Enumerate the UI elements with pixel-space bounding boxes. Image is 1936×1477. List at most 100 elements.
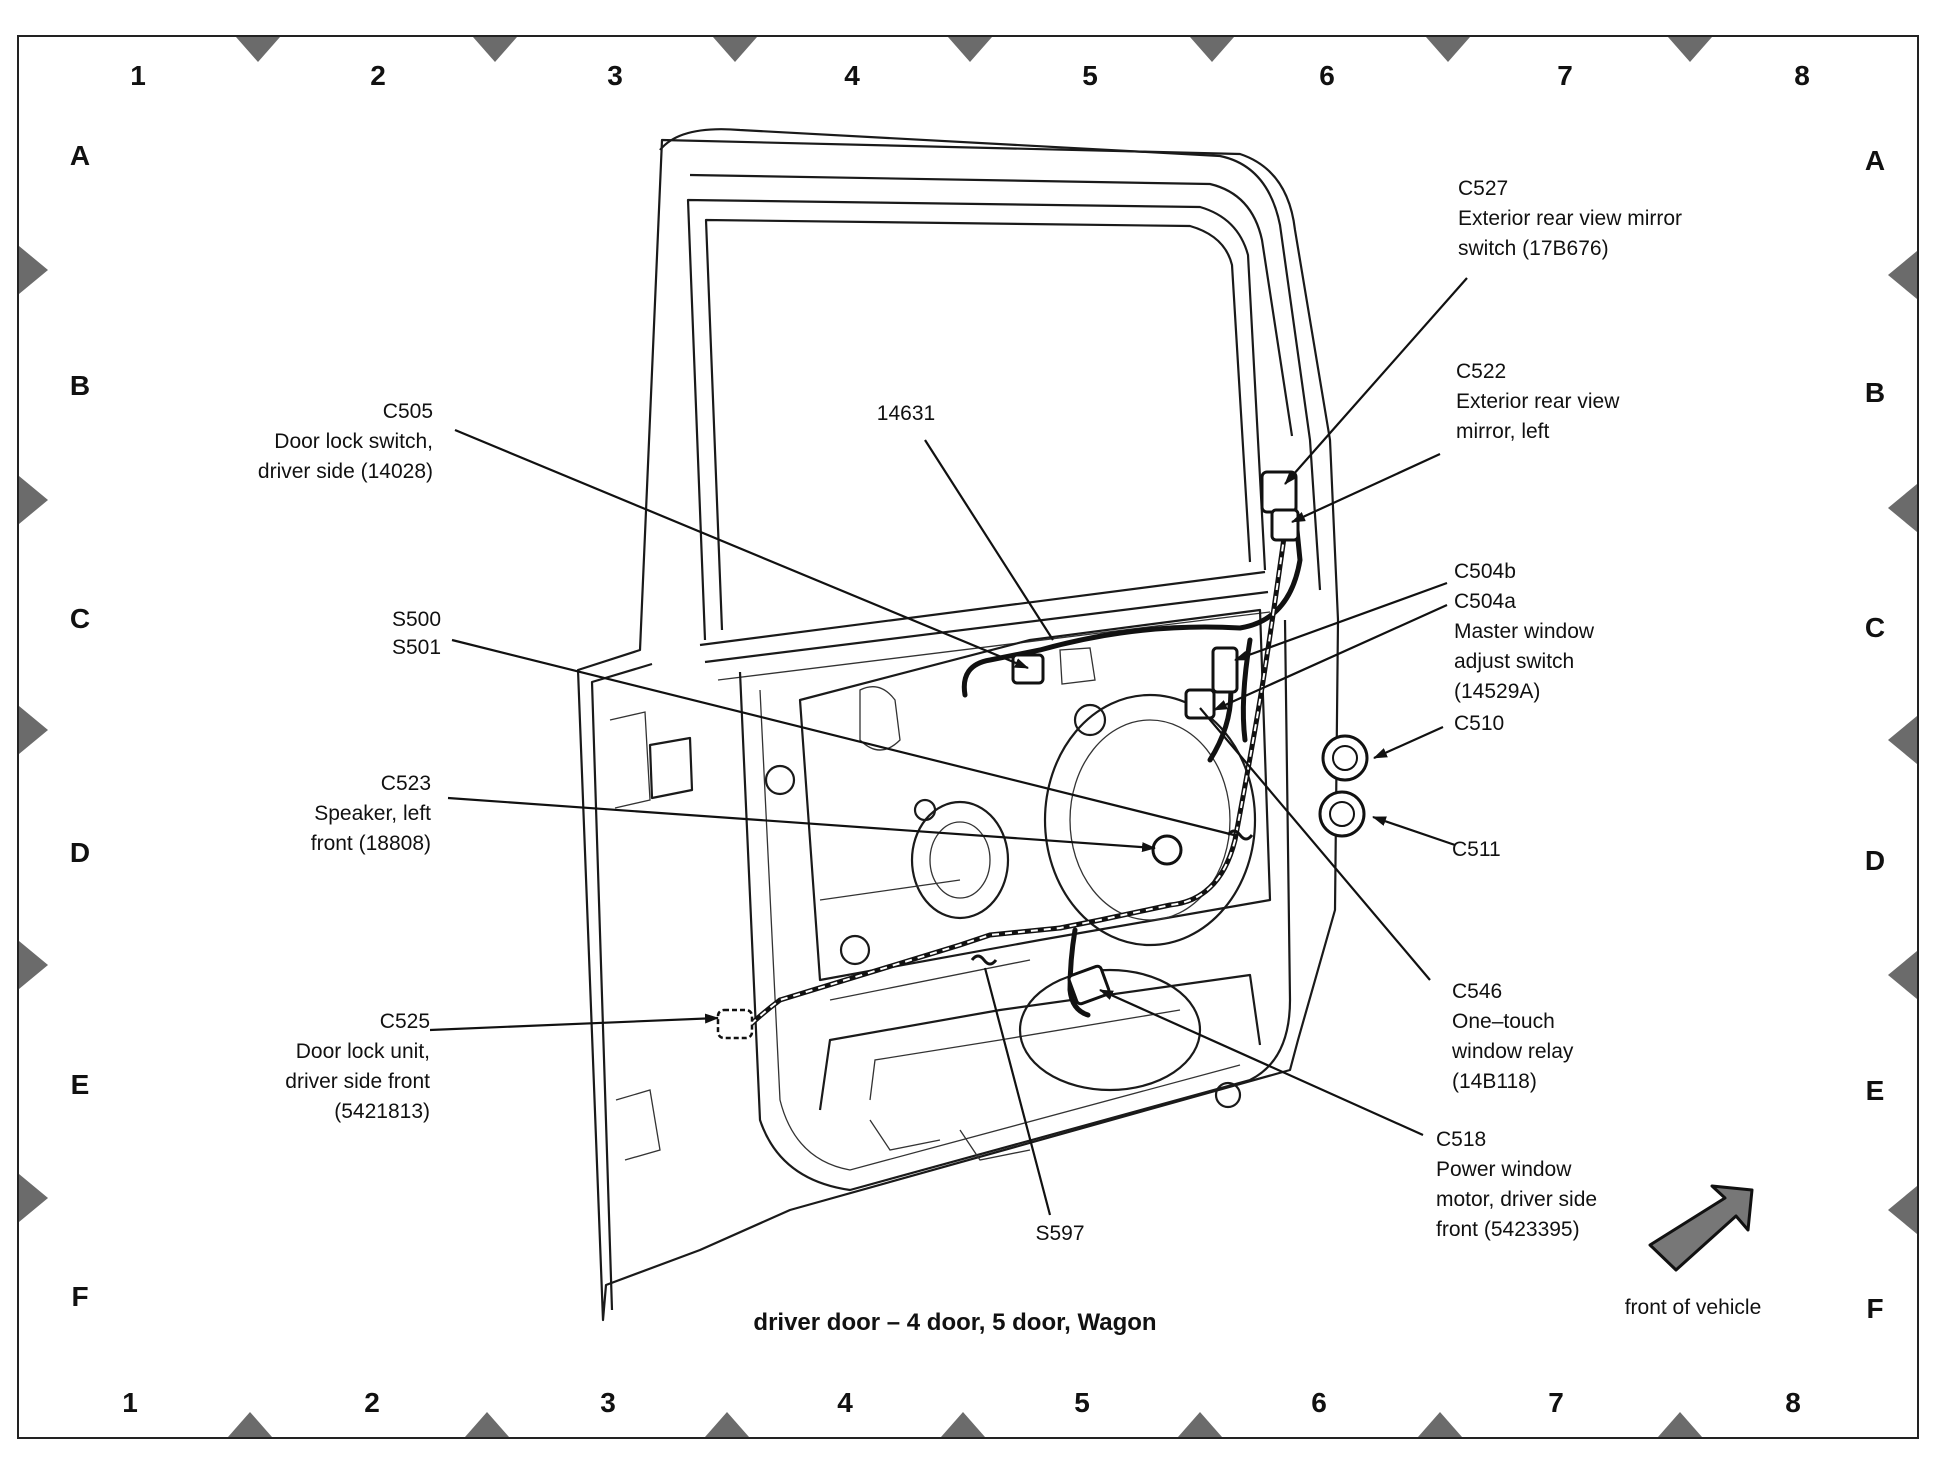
c504-connector: [1211, 646, 1239, 694]
c525-label: driver side front: [285, 1070, 430, 1093]
c522-label: mirror, left: [1456, 420, 1550, 443]
c518-label: motor, driver side: [1436, 1188, 1597, 1211]
c511-label: C511: [1452, 838, 1501, 861]
grid-row-label: F: [1866, 1293, 1883, 1324]
c504-label: C504b: [1454, 560, 1516, 583]
diagram-title: driver door – 4 door, 5 door, Wagon: [753, 1309, 1156, 1336]
grid-column-label: 1: [130, 60, 146, 91]
grid-column-label: 4: [837, 1387, 853, 1418]
s500-label: S500: [392, 608, 441, 631]
c510-grommet: [1321, 734, 1369, 782]
wiring-harness: [716, 470, 1369, 1040]
grid-marker-left: [19, 246, 48, 294]
grid-marker-bottom: [228, 1412, 272, 1437]
c525-connector: [716, 1008, 754, 1040]
c546-connector: [1184, 688, 1216, 720]
grid-row-label: E: [71, 1069, 90, 1100]
c527-label: Exterior rear view mirror: [1458, 207, 1682, 230]
grid-column-label: 1: [122, 1387, 138, 1418]
grid-column-labels-top: 1 2 3 4 5 6 7 8: [130, 60, 1810, 91]
grid-row-label: B: [1865, 377, 1885, 408]
c525-label: Door lock unit,: [296, 1040, 430, 1063]
grid-marker-bottom: [705, 1412, 749, 1437]
c546-label: (14B118): [1452, 1070, 1537, 1093]
grid-row-label: A: [70, 140, 90, 171]
s597-label: S597: [1035, 1222, 1084, 1245]
grid-row-label: C: [1865, 612, 1885, 643]
grid-marker-top: [1190, 37, 1234, 62]
c525-label: C525: [380, 1010, 430, 1033]
grid-column-label: 8: [1785, 1387, 1801, 1418]
grid-marker-left: [19, 706, 48, 754]
front-of-vehicle-label: front of vehicle: [1625, 1296, 1762, 1319]
grid-marker-right: [1888, 484, 1917, 532]
c523-label: Speaker, left: [314, 802, 431, 825]
c505-label: driver side (14028): [258, 460, 433, 483]
c523-connector: [1151, 834, 1183, 866]
grid-column-label: 3: [607, 60, 623, 91]
c510-label: C510: [1454, 712, 1504, 735]
c523-label: C523: [381, 772, 431, 795]
c518-label: Power window: [1436, 1158, 1572, 1181]
diagram-border: [17, 35, 1919, 1439]
c527-label: switch (17B676): [1458, 237, 1609, 260]
grid-marker-right: [1888, 951, 1917, 999]
c504-label: C504a: [1454, 590, 1516, 613]
grid-marker-left: [19, 941, 48, 989]
grid-row-label: A: [1865, 145, 1885, 176]
c527-label: C527: [1458, 177, 1508, 200]
grid-row-label: D: [1865, 845, 1885, 876]
grid-column-label: 5: [1074, 1387, 1090, 1418]
grid-column-label: 5: [1082, 60, 1098, 91]
grid-marker-bottom: [1178, 1412, 1222, 1437]
c504-label: Master window: [1454, 620, 1595, 643]
grid-marker-top: [948, 37, 992, 62]
grid-marker-top: [713, 37, 757, 62]
c518-label: front (5423395): [1436, 1218, 1580, 1241]
grid-markers: [19, 37, 1917, 1437]
c505-connector: [1011, 653, 1045, 685]
c504-label: adjust switch: [1454, 650, 1574, 673]
leader-lines: [429, 277, 1468, 1216]
grid-row-label: F: [71, 1281, 88, 1312]
c523-label: front (18808): [311, 832, 431, 855]
grid-column-label: 6: [1319, 60, 1335, 91]
s597-splice: [970, 954, 998, 966]
grid-marker-bottom: [1658, 1412, 1702, 1437]
grid-column-label: 7: [1548, 1387, 1564, 1418]
door-outline: [576, 128, 1340, 1322]
c504-label: (14529A): [1454, 680, 1540, 703]
grid-marker-bottom: [941, 1412, 985, 1437]
grid-column-label: 7: [1557, 60, 1573, 91]
grid-column-label: 6: [1311, 1387, 1327, 1418]
grid-marker-top: [1668, 37, 1712, 62]
grid-column-label: 4: [844, 60, 860, 91]
arrow-up-right-icon: [1648, 1184, 1754, 1272]
s500-splice: [1226, 829, 1254, 841]
grid-marker-bottom: [1418, 1412, 1462, 1437]
grid-row-label: B: [70, 370, 90, 401]
grid-marker-right: [1888, 1186, 1917, 1234]
grid-column-label: 2: [370, 60, 386, 91]
grid-marker-right: [1888, 251, 1917, 299]
c522-label: C522: [1456, 360, 1506, 383]
c522-connector: [1270, 508, 1300, 542]
c505-label: Door lock switch,: [274, 430, 433, 453]
c505-label: C505: [383, 400, 433, 423]
grid-row-label: D: [70, 837, 90, 868]
s500-label: S501: [392, 636, 441, 659]
grid-marker-top: [473, 37, 517, 62]
c525-label: (5421813): [334, 1100, 430, 1123]
c546-label: C546: [1452, 980, 1502, 1003]
c511-grommet: [1318, 790, 1366, 838]
grid-marker-left: [19, 1174, 48, 1222]
c546-label: One–touch: [1452, 1010, 1555, 1033]
n14631-label: 14631: [877, 402, 935, 425]
grid-column-label: 3: [600, 1387, 616, 1418]
grid-column-label: 8: [1794, 60, 1810, 91]
